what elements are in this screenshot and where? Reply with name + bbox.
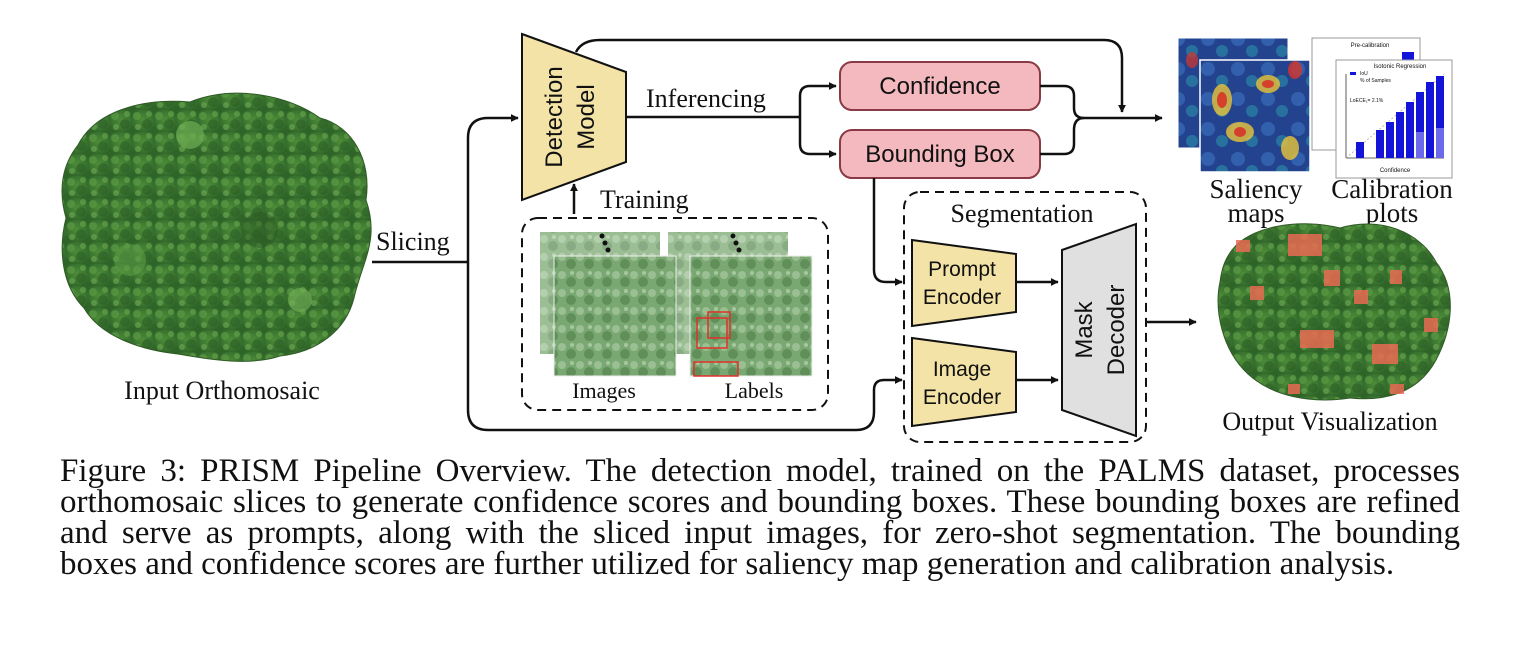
inferencing-label: Inferencing [646,84,766,113]
saliency-maps [1178,38,1310,172]
calib-back-title: Pre-calibration [1351,43,1390,49]
detection-model-label-line2: Model [573,84,600,149]
confidence-label: Confidence [879,73,1000,100]
input-orthomosaic-label: Input Orthomosaic [124,376,320,405]
output-visualization-label: Output Visualization [1222,407,1437,436]
prompt-encoder-label-line1: Prompt [928,258,996,281]
images-label: Images [572,378,636,403]
detection-model-label-line1: Detection [541,66,568,167]
calib-front-title: Isotonic Regression [1374,64,1427,70]
output-visualization [1218,224,1450,400]
calibration-label-line2: plots [1366,198,1419,228]
slicing-label: Slicing [376,227,450,256]
arrow-to-detection [468,118,518,262]
saliency-label-line2: maps [1228,198,1285,228]
arrow-to-bbox [800,117,836,154]
arrow-bbox-to-outputs [1040,118,1084,154]
image-encoder-label-line2: Encoder [923,386,1001,409]
mask-decoder-label-line2: Decoder [1103,285,1130,376]
image-encoder-block [912,338,1016,426]
bounding-box-label: Bounding Box [865,141,1014,168]
input-orthomosaic [62,93,371,361]
labels-label: Labels [725,378,784,403]
calib-ece: LoECE₁= 2.1% [1350,98,1384,104]
segmentation-label: Segmentation [951,199,1094,228]
calib-legend-samples: % of Samples [1360,78,1391,84]
calibration-plots: Pre-calibration Isotonic Regression IoU … [1312,38,1452,178]
prompt-encoder-label-line2: Encoder [923,286,1001,309]
figure-caption: Figure 3: PRISM Pipeline Overview. The d… [60,456,1460,580]
training-label: Training [600,185,689,214]
calib-legend-iou: IoU [1360,71,1368,77]
mask-decoder-label-line1: Mask [1071,300,1098,358]
arrow-confidence-to-outputs [1040,86,1162,118]
arrow-to-confidence [800,86,836,117]
prompt-encoder-block [912,240,1016,326]
arrow-bbox-to-prompt [874,178,902,282]
image-tile-front [554,256,676,376]
image-encoder-label-line1: Image [933,358,991,381]
